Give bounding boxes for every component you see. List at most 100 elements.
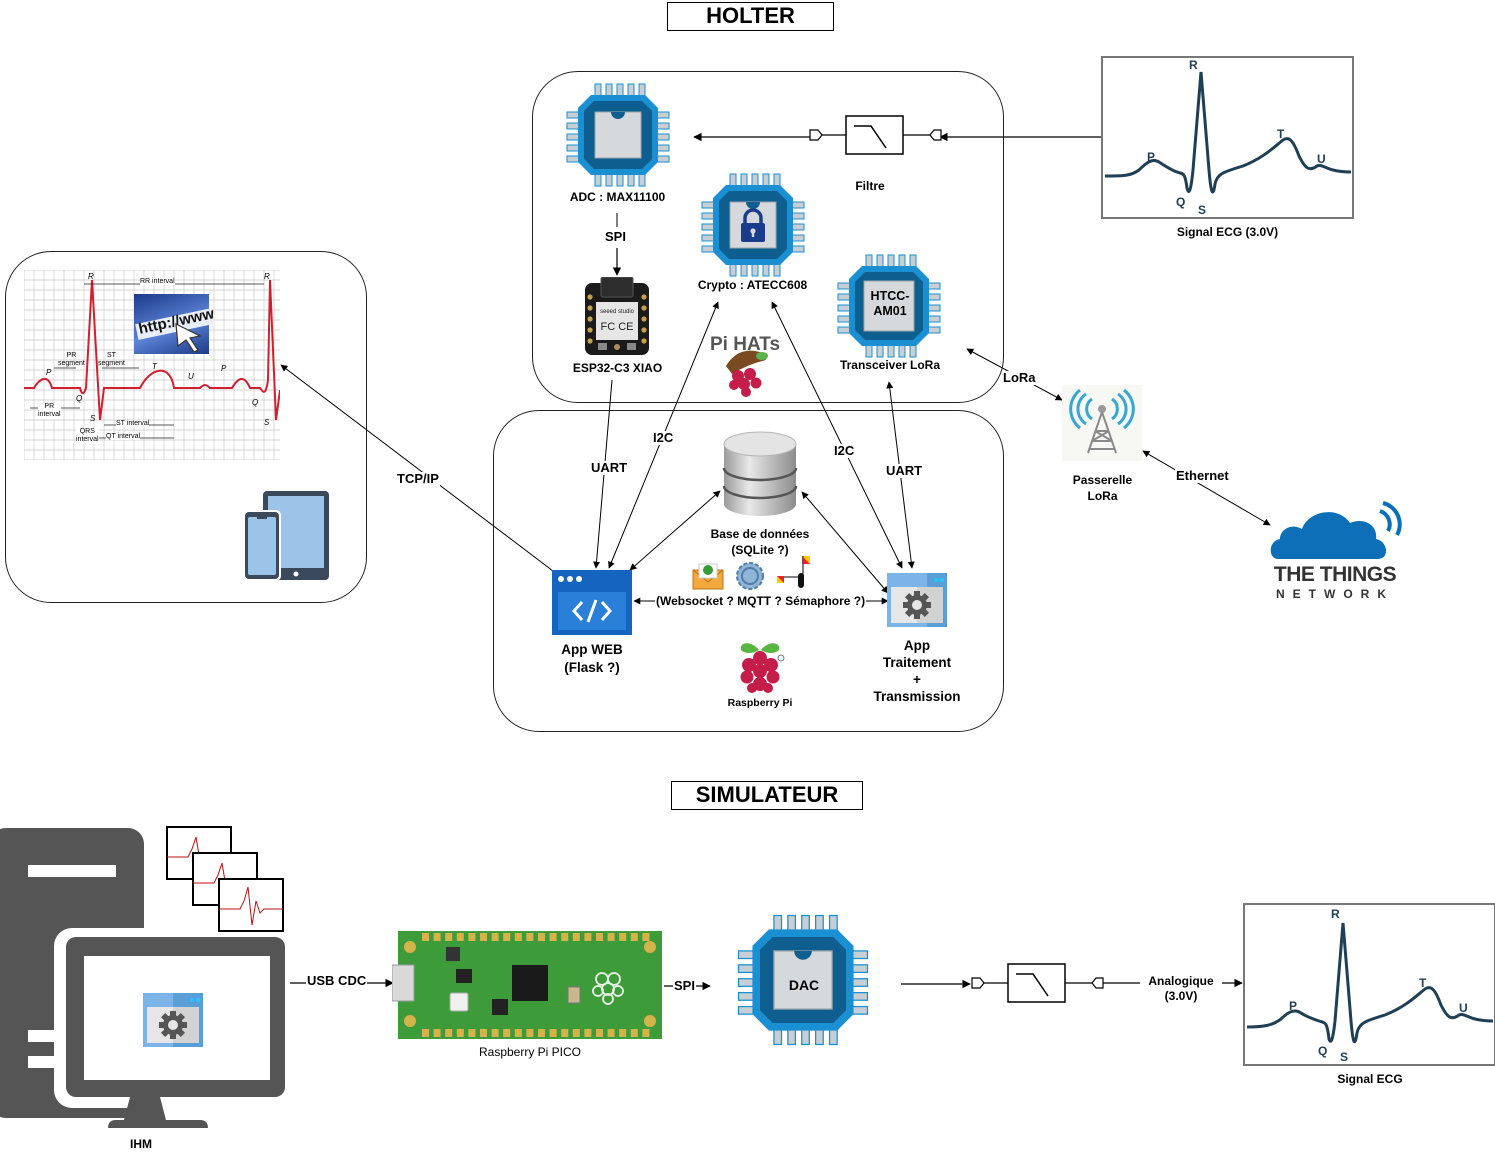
pico-pin [468, 1029, 476, 1037]
lora-chip-text-line2: AM01 [873, 304, 907, 318]
link-tcpip-label: TCP/IP [396, 471, 440, 487]
ecg-r-label: R [1189, 58, 1198, 72]
analog-label-line1: Analogique [1148, 974, 1214, 988]
gateway-label-line1: Passerelle [1072, 473, 1133, 487]
pico-pin [596, 1029, 603, 1037]
http-browser-icon: http://www [134, 294, 216, 354]
ihm-label: IHM [130, 1137, 152, 1151]
client-wave-r: R [88, 272, 94, 281]
svg-text:seeed studio: seeed studio [600, 309, 635, 315]
pico-pin [619, 1029, 627, 1037]
sim-ecg-p-label: P [1289, 999, 1298, 1013]
ttn-cloud-icon[interactable] [1268, 501, 1402, 563]
client-wave-s2: S [264, 418, 270, 427]
pico-pin [561, 933, 569, 941]
ecg-t-label: T [1277, 127, 1285, 141]
pico-pin [584, 1029, 592, 1037]
code-window-icon[interactable] [552, 570, 632, 635]
xiao-board-icon[interactable]: seeed studio FC CE [584, 277, 650, 355]
st-segment-line1: ST [106, 352, 116, 359]
ecg-signal-box: P Q R S T U [1101, 56, 1354, 219]
ecg-waveform [1104, 71, 1352, 194]
filter-label: Filtre [855, 179, 885, 193]
client-wave-u: U [188, 372, 194, 381]
pico-pin [596, 933, 603, 941]
svg-text:FC CE: FC CE [601, 321, 634, 333]
pico-pin [433, 1029, 441, 1037]
client-wave-p2: P [221, 364, 227, 373]
app-web-label-line1: App WEB [561, 642, 623, 657]
holter-device-group [532, 71, 1004, 403]
lora-chip-text: HTCC- AM01 [852, 289, 928, 319]
raspberry-pi-group [493, 410, 1004, 732]
app-web-label-line2: (Flask ?) [564, 659, 620, 675]
sim-ecg-t-label: T [1419, 976, 1427, 990]
phone-tablet-icon[interactable] [243, 490, 331, 582]
database-label-line1: Base de données [710, 527, 810, 541]
ecg-p-label: P [1147, 150, 1156, 164]
sim-low-pass-filter-icon[interactable] [970, 962, 1105, 1006]
link-i2c-left-label: I2C [652, 430, 675, 446]
sim-ecg-signal-box: P Q R S T U [1243, 903, 1495, 1066]
pico-pin [422, 1029, 429, 1037]
link-uart-left-label: UART [590, 460, 629, 476]
link-spi-label: SPI [604, 229, 627, 245]
client-wave-q: Q [76, 394, 83, 403]
pico-pin [526, 933, 534, 941]
semaphore-flags-icon [777, 556, 810, 588]
link-uart-right-label: UART [885, 463, 924, 479]
pico-pin [642, 1029, 650, 1037]
pico-pin [538, 933, 545, 941]
database-label-line2: (SQLite ?) [731, 542, 789, 557]
app-traitement-line1: App [903, 638, 931, 653]
sim-ecg-s-label: S [1340, 1050, 1349, 1064]
pico-pin [503, 1029, 511, 1037]
app-traitement-line2: Traitement [882, 655, 952, 670]
crypto-chip-icon[interactable] [700, 172, 806, 278]
st-interval-label: ST interval [116, 420, 150, 427]
ecg-q-label: Q [1176, 195, 1186, 209]
database-label: Base de données (SQLite ?) [695, 527, 825, 558]
pico-board-icon[interactable] [392, 929, 666, 1041]
esp32-label: ESP32-C3 XIAO [572, 361, 663, 375]
pico-pin [456, 933, 464, 941]
client-wave-p: P [46, 368, 52, 377]
raspberry-logo [740, 643, 785, 693]
pico-pin [607, 933, 615, 941]
pico-pin [526, 1029, 534, 1037]
antenna-tower-icon[interactable] [1062, 385, 1142, 461]
gear-window-icon[interactable] [887, 573, 947, 627]
raspberry-pi-label: Raspberry Pi [727, 697, 793, 709]
client-wave-r2: R [264, 272, 270, 281]
pico-pin [561, 1029, 569, 1037]
pico-pin [445, 933, 453, 941]
database-icon[interactable] [722, 430, 798, 518]
mail-icon [692, 563, 724, 590]
pico-pin [549, 1029, 557, 1037]
link-lora-label: LoRa [1002, 370, 1037, 386]
pi-hats-logo: Pi HATs [710, 334, 780, 397]
pr-interval-line2: interval [38, 411, 61, 418]
analog-label: Analogique (3.0V) [1140, 974, 1222, 1004]
pico-pin [619, 933, 627, 941]
dac-chip-icon[interactable] [736, 913, 870, 1047]
svg-text:Pi HATs: Pi HATs [710, 334, 780, 355]
computer-monitor-icon[interactable] [0, 828, 290, 1133]
lora-transceiver-chip-icon[interactable] [836, 253, 942, 359]
ihm-app-gear-icon[interactable] [143, 993, 203, 1047]
pico-pin [549, 933, 557, 941]
pico-pin [456, 1029, 464, 1037]
pr-segment-line1: PR [66, 352, 77, 359]
link-ethernet-label: Ethernet [1175, 468, 1230, 484]
ecg-files-icon[interactable] [164, 825, 290, 933]
adc-chip-icon[interactable] [565, 82, 671, 188]
low-pass-filter-icon[interactable] [808, 114, 943, 158]
sim-ecg-r-label: R [1331, 907, 1340, 921]
usb-cdc-label: USB CDC [306, 973, 368, 989]
pico-pin [607, 1029, 615, 1037]
app-traitement-label: App Traitement + Transmission [857, 637, 977, 705]
pico-pin [538, 1029, 545, 1037]
pico-pin [422, 933, 429, 941]
pico-pin [572, 1029, 580, 1037]
